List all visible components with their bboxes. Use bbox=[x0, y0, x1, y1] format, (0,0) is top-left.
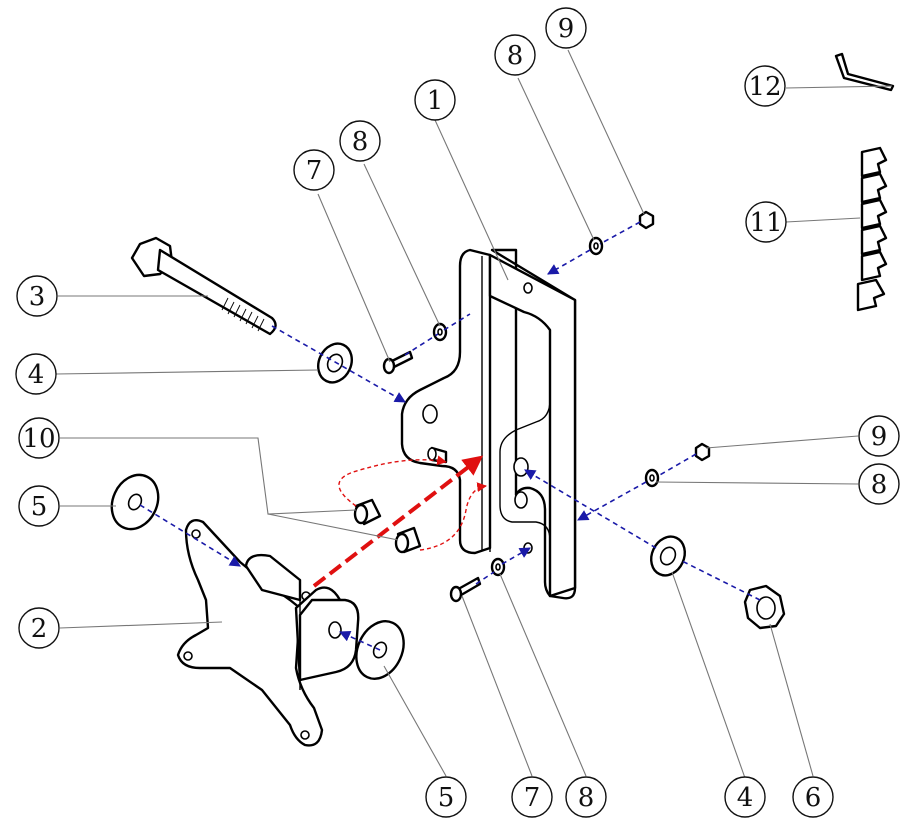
callout-5-bottom: 5 bbox=[425, 776, 467, 818]
main-bracket-part bbox=[400, 248, 577, 600]
callout-12: 12 bbox=[744, 65, 786, 107]
callout-4-left: 4 bbox=[15, 353, 57, 395]
large-washer-lower bbox=[650, 535, 686, 577]
small-washer-b bbox=[588, 236, 604, 256]
long-bolt-part bbox=[130, 236, 277, 336]
callout-4-bottom: 4 bbox=[724, 776, 766, 818]
lock-nut-part bbox=[743, 584, 786, 630]
cable-clips-part bbox=[856, 146, 888, 312]
callout-7-bottom-label: 7 bbox=[524, 783, 541, 813]
small-washer-a bbox=[432, 322, 448, 342]
callout-6: 6 bbox=[792, 776, 834, 818]
callout-11: 11 bbox=[745, 201, 787, 243]
callout-6-label: 6 bbox=[805, 783, 822, 813]
callout-2: 2 bbox=[18, 607, 60, 649]
callout-9-right-label: 9 bbox=[871, 422, 888, 452]
callout-3: 3 bbox=[16, 275, 58, 317]
small-nut-upper bbox=[638, 210, 655, 230]
small-screw-lower bbox=[449, 576, 482, 603]
callout-8-right: 8 bbox=[858, 463, 900, 505]
callout-7-top: 7 bbox=[293, 149, 335, 191]
callout-7-top-label: 7 bbox=[306, 156, 323, 186]
spacer-upper bbox=[353, 498, 382, 526]
assembly-paths-red bbox=[312, 455, 487, 588]
callout-9-top-label: 9 bbox=[558, 14, 575, 44]
small-washer-d bbox=[490, 557, 506, 577]
callout-10-label: 10 bbox=[22, 424, 55, 454]
small-screw-upper bbox=[382, 350, 414, 375]
callout-1-label: 1 bbox=[427, 86, 444, 116]
assembly-paths-blue bbox=[139, 221, 761, 651]
callout-10: 10 bbox=[18, 417, 60, 459]
callout-11-label: 11 bbox=[749, 208, 782, 238]
round-washer-left bbox=[110, 473, 160, 531]
spacer-lower bbox=[394, 526, 422, 554]
callout-8-bottom: 8 bbox=[565, 776, 607, 818]
callout-7-bottom: 7 bbox=[511, 776, 553, 818]
callout-5-left-label: 5 bbox=[31, 492, 48, 522]
large-washer-upper bbox=[317, 342, 353, 384]
callout-8-top-left-label: 8 bbox=[352, 127, 369, 157]
callout-3-label: 3 bbox=[29, 282, 46, 312]
callout-5-bottom-label: 5 bbox=[438, 783, 455, 813]
callout-1: 1 bbox=[414, 79, 456, 121]
callout-9-top: 9 bbox=[545, 7, 587, 49]
callout-8-right-label: 8 bbox=[871, 470, 888, 500]
leader-lines bbox=[55, 49, 893, 779]
callout-8-top-right: 8 bbox=[494, 34, 536, 76]
callout-8-top-right-label: 8 bbox=[507, 41, 524, 71]
callout-4-left-label: 4 bbox=[28, 360, 45, 390]
hex-key-part bbox=[834, 52, 895, 92]
small-washer-c bbox=[644, 468, 660, 488]
callout-4-bottom-label: 4 bbox=[737, 783, 754, 813]
callout-12-label: 12 bbox=[748, 72, 781, 102]
callout-9-right: 9 bbox=[858, 415, 900, 457]
callout-2-label: 2 bbox=[31, 614, 48, 644]
vesa-plate-part bbox=[176, 519, 360, 747]
callout-5-left: 5 bbox=[18, 485, 60, 527]
callout-8-bottom-label: 8 bbox=[578, 783, 595, 813]
callout-8-top-left: 8 bbox=[339, 120, 381, 162]
small-nut-lower bbox=[694, 442, 711, 462]
